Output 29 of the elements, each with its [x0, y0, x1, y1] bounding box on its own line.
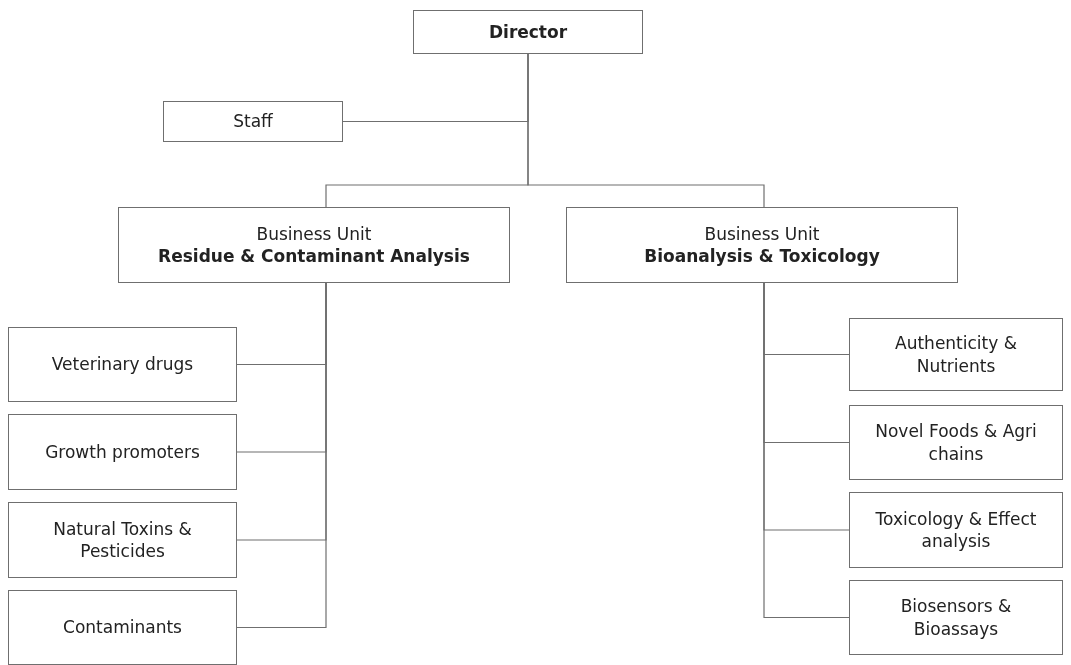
connector-line — [527, 53, 765, 208]
org-box — [413, 10, 643, 54]
org-box — [163, 101, 343, 142]
unit-name: Staff — [233, 110, 273, 133]
unit-box — [118, 207, 510, 283]
org-box — [849, 492, 1063, 568]
unit-name: Director — [488, 20, 568, 44]
unit-name: Toxicology & Effect analysis — [874, 507, 1038, 553]
org-box — [849, 580, 1063, 655]
org-box — [8, 502, 237, 578]
unit-name: Biosensors & Bioassays — [899, 595, 1013, 640]
org-box — [8, 327, 237, 402]
unit-name: Authenticity & Nutrients — [894, 332, 1018, 377]
org-box — [849, 405, 1063, 480]
unit-name: Novel Foods & Agri chains — [874, 420, 1038, 465]
unit-name: Contaminants — [63, 616, 182, 639]
unit-heading: Business Unit — [256, 222, 372, 245]
unit-name: Natural Toxins & Pesticides — [52, 517, 193, 563]
connector-line — [236, 282, 327, 629]
unit-name: Growth promoters — [45, 440, 200, 464]
unit-name: Residue & Contaminant Analysis — [158, 245, 470, 268]
unit-heading: Business Unit — [704, 222, 820, 245]
unit-name: Veterinary drugs — [51, 353, 194, 376]
connector-line — [763, 282, 850, 619]
org-box — [8, 414, 237, 490]
org-box — [8, 590, 237, 665]
org-box — [849, 318, 1063, 391]
unit-box — [566, 207, 958, 283]
unit-name: Bioanalysis & Toxicology — [644, 245, 880, 268]
